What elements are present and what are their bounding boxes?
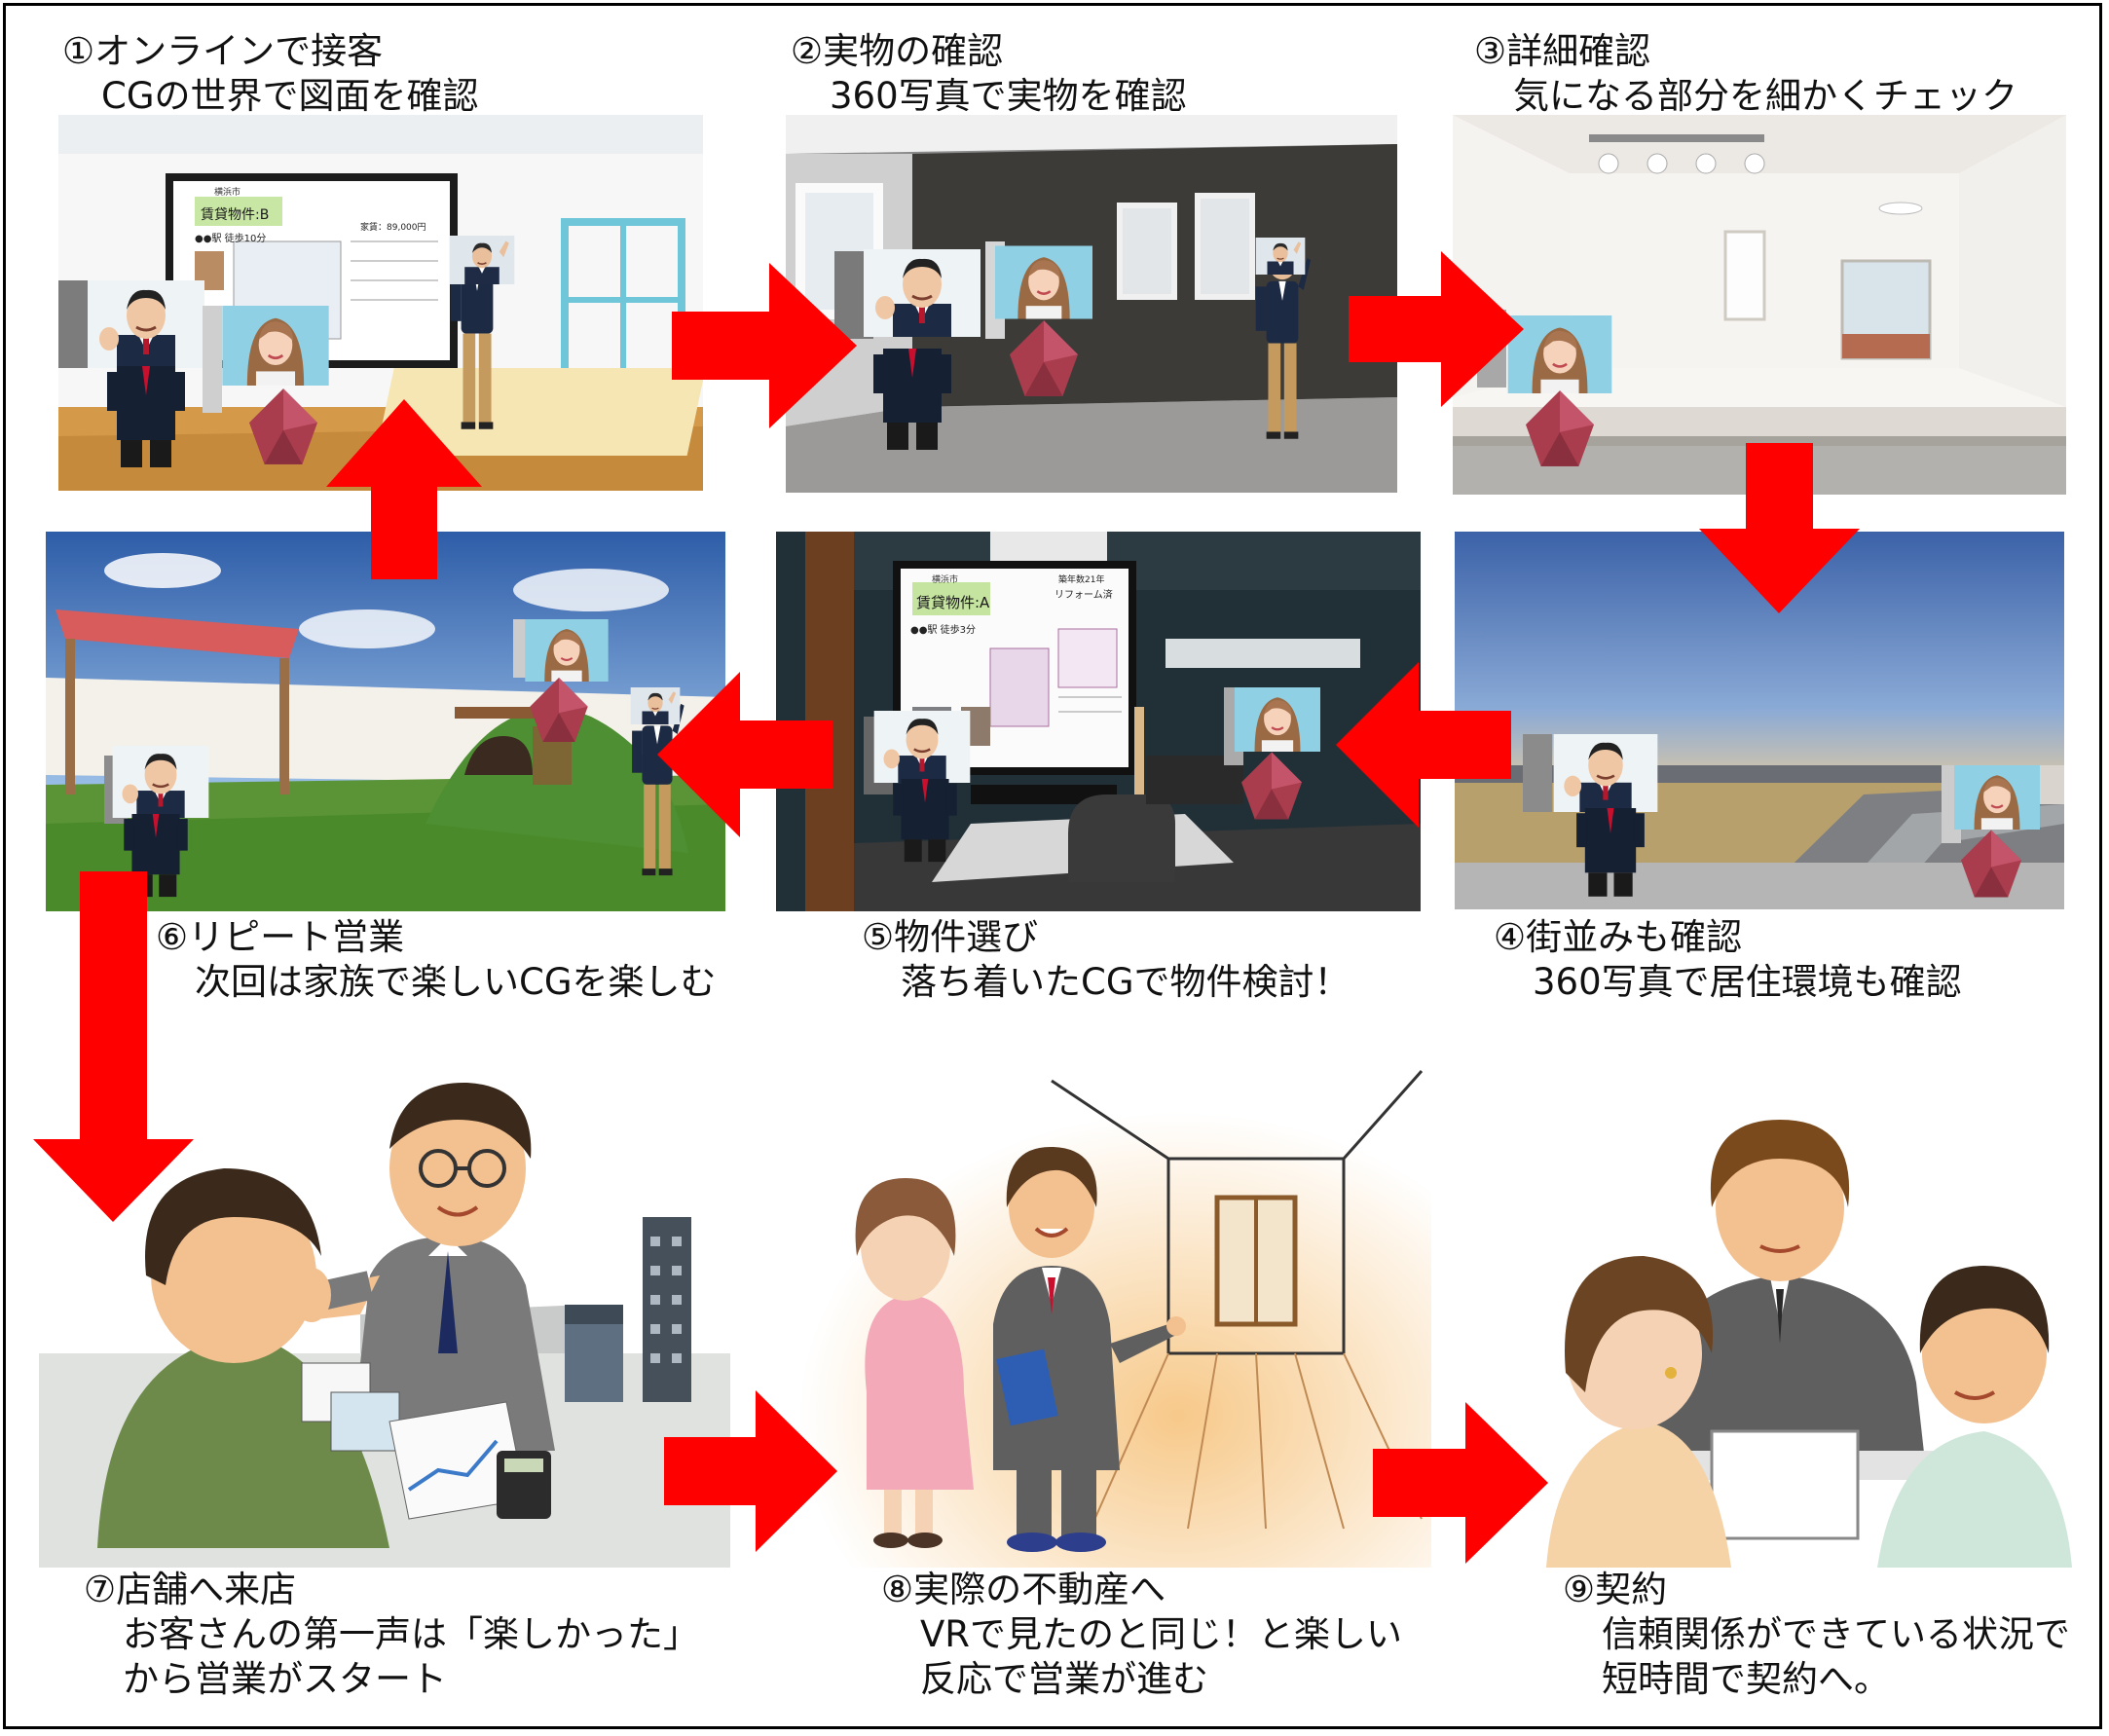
arrow-2-to-3 <box>1349 251 1524 407</box>
step7-illustration <box>39 1061 730 1568</box>
step8-illustration <box>798 1061 1431 1568</box>
arrow-5-to-6 <box>657 672 832 837</box>
step1-screen-heading: 賃貸物件:B <box>201 207 270 223</box>
step2-subtitle: 360写真で実物を確認 <box>830 75 1187 117</box>
step4-subtitle: 360写真で居住環境も確認 <box>1533 961 1962 1003</box>
step5-scene: 賃貸物件:A 横浜市 ●●駅 徒歩3分 築年数21年 リフォーム済 <box>776 532 1421 911</box>
arrow-3-to-4 <box>1699 443 1860 613</box>
step7-subtitle: お客さんの第一声は「楽しかった」 <box>123 1613 699 1655</box>
step9-illustration <box>1546 1061 2072 1568</box>
step3-caption: ③詳細確認 気になる部分を細かくチェック <box>1474 29 2017 119</box>
step3-subtitle: 気になる部分を細かくチェック <box>1513 75 2017 117</box>
step2-title: ②実物の確認 <box>791 30 1004 72</box>
arrow-4-to-5 <box>1336 662 1511 828</box>
step6-caption: ⑥リピート営業 次回は家族で楽しいCGを楽しむ <box>156 915 717 1005</box>
step7-caption: ⑦店舗へ来店 お客さんの第一声は「楽しかった」 から営業がスタート <box>84 1568 699 1702</box>
step5-screen-reform: リフォーム済 <box>1054 590 1113 601</box>
step9-subtitle2: 短時間で契約へ。 <box>1602 1658 1890 1700</box>
step1-subtitle: CGの世界で図面を確認 <box>101 75 479 117</box>
step5-subtitle: 落ち着いたCGで物件検討！ <box>901 961 1350 1003</box>
step1-caption: ①オンラインで接客 CGの世界で図面を確認 <box>62 29 479 119</box>
step3-scene <box>1453 115 2066 495</box>
step8-caption: ⑧実際の不動産へ VRで見たのと同じ！と楽しい 反応で営業が進む <box>881 1568 1402 1702</box>
step1-screen-access: ●●駅 徒歩10分 <box>195 234 267 244</box>
arrow-8-to-9 <box>1373 1402 1548 1564</box>
step5-screen-age: 築年数21年 <box>1058 575 1105 585</box>
arrow-6-to-1 <box>326 399 482 579</box>
step7-title: ⑦店舗へ来店 <box>84 1569 297 1610</box>
step8-title: ⑧実際の不動産へ <box>881 1569 1166 1610</box>
step9-caption: ⑨契約 信頼関係ができている状況で 短時間で契約へ。 <box>1563 1568 2070 1702</box>
step4-caption: ④街並みも確認 360写真で居住環境も確認 <box>1494 915 1962 1005</box>
step3-title: ③詳細確認 <box>1474 30 1651 72</box>
step5-title: ⑤物件選び <box>862 916 1039 958</box>
arrow-1-to-2 <box>672 263 857 428</box>
step6-scene <box>46 532 725 911</box>
step1-screen-price: 家賃：89,000円 <box>360 223 426 233</box>
step5-screen-city: 横浜市 <box>932 575 959 585</box>
step1-title: ①オンラインで接客 <box>62 30 384 72</box>
step9-title: ⑨契約 <box>1563 1569 1668 1610</box>
step8-subtitle: VRで見たのと同じ！と楽しい <box>920 1613 1403 1655</box>
step6-title: ⑥リピート営業 <box>156 916 405 958</box>
step4-title: ④街並みも確認 <box>1494 916 1743 958</box>
step2-scene <box>786 115 1397 493</box>
step5-caption: ⑤物件選び 落ち着いたCGで物件検討！ <box>862 915 1350 1005</box>
arrow-7-to-8 <box>664 1390 837 1552</box>
step2-caption: ②実物の確認 360写真で実物を確認 <box>791 29 1187 119</box>
step1-screen-city: 横浜市 <box>214 188 241 198</box>
step9-subtitle: 信頼関係ができている状況で <box>1602 1613 2070 1655</box>
step6-subtitle: 次回は家族で楽しいCGを楽しむ <box>195 961 717 1003</box>
step8-subtitle2: 反応で営業が進む <box>920 1658 1208 1700</box>
arrow-6-to-7 <box>33 871 194 1222</box>
step5-screen-heading: 賃貸物件:A <box>916 594 990 611</box>
step7-subtitle2: から営業がスタート <box>123 1658 447 1700</box>
step5-screen-access: ●●駅 徒歩3分 <box>910 625 976 636</box>
